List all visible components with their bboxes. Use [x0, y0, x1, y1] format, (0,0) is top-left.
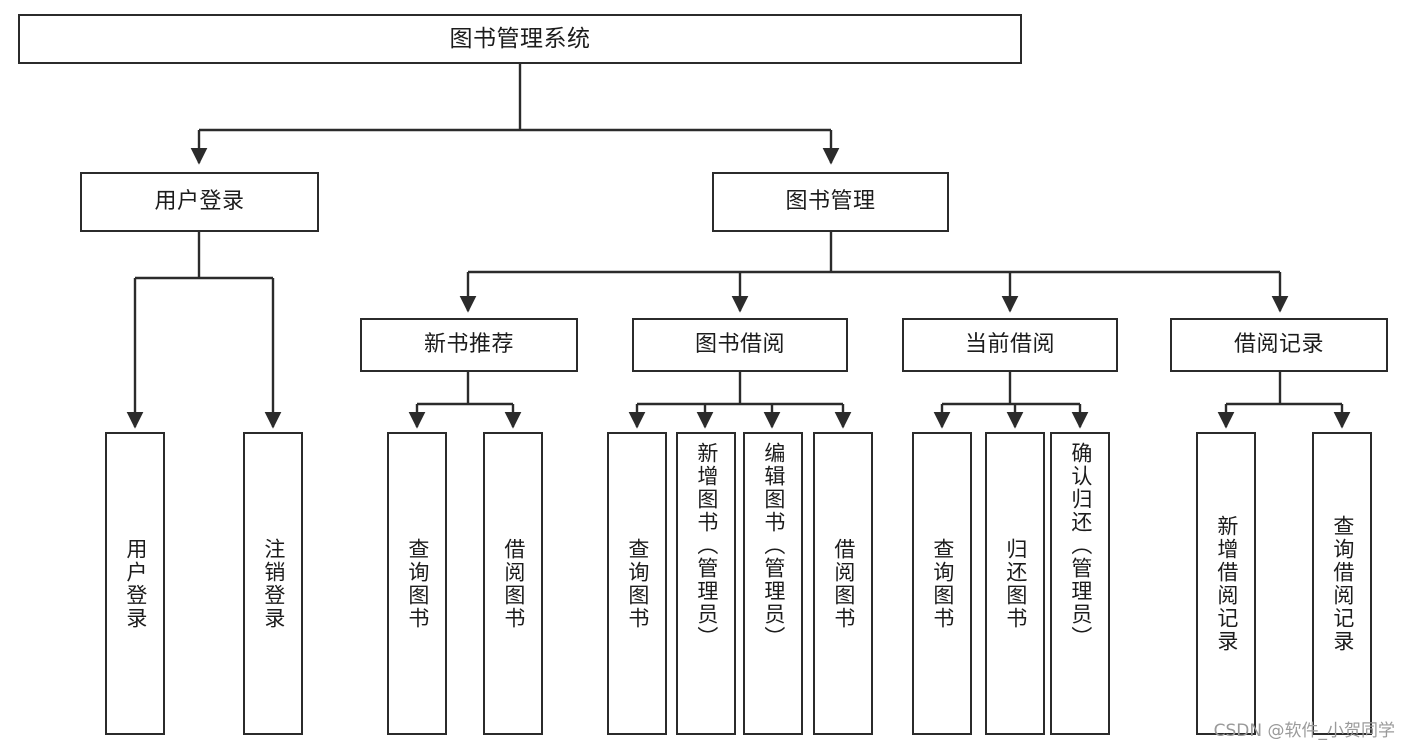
node-root-book-management-system[interactable]: 图书管理系统: [18, 14, 1022, 64]
node-label: 新增借阅记录: [1214, 514, 1239, 653]
node-label: 查询图书: [405, 537, 430, 630]
node-current-borrow[interactable]: 当前借阅: [902, 318, 1118, 372]
node-label: 图书管理: [785, 189, 876, 215]
leaf-book-borrow-edit-book-admin[interactable]: 编辑图书（管理员）: [743, 432, 803, 735]
node-label: 确认归还（管理员）: [1068, 442, 1093, 649]
node-label: 借阅图书: [831, 537, 856, 630]
node-label: 借阅图书: [501, 537, 526, 630]
leaf-new-book-query-book[interactable]: 查询图书: [387, 432, 447, 735]
node-label: 查询图书: [930, 537, 955, 630]
node-label: 归还图书: [1003, 537, 1028, 630]
leaf-book-borrow-borrow-book[interactable]: 借阅图书: [813, 432, 873, 735]
node-label: 用户登录: [123, 537, 148, 630]
node-label: 图书管理系统: [449, 25, 591, 52]
leaf-borrow-record-add-record[interactable]: 新增借阅记录: [1196, 432, 1256, 735]
leaf-current-borrow-query-book[interactable]: 查询图书: [912, 432, 972, 735]
watermark-text: CSDN @软件_小贺同学: [1213, 721, 1395, 741]
node-label: 当前借阅: [964, 332, 1055, 358]
node-label: 新书推荐: [423, 332, 514, 358]
node-label: 编辑图书（管理员）: [761, 442, 786, 649]
leaf-borrow-record-query-record[interactable]: 查询借阅记录: [1312, 432, 1372, 735]
node-label: 新增图书（管理员）: [694, 442, 719, 649]
node-label: 查询借阅记录: [1330, 514, 1355, 653]
leaf-new-book-borrow-book[interactable]: 借阅图书: [483, 432, 543, 735]
node-book-borrow[interactable]: 图书借阅: [632, 318, 848, 372]
node-label: 图书借阅: [694, 332, 785, 358]
node-book-management[interactable]: 图书管理: [712, 172, 949, 232]
node-user-login[interactable]: 用户登录: [80, 172, 319, 232]
leaf-book-borrow-query-book[interactable]: 查询图书: [607, 432, 667, 735]
node-label: 用户登录: [154, 189, 245, 215]
leaf-user-login-logout[interactable]: 注销登录: [243, 432, 303, 735]
node-label: 借阅记录: [1233, 332, 1324, 358]
leaf-user-login-login[interactable]: 用户登录: [105, 432, 165, 735]
node-label: 注销登录: [261, 537, 286, 630]
node-new-book-recommend[interactable]: 新书推荐: [360, 318, 578, 372]
leaf-book-borrow-add-book-admin[interactable]: 新增图书（管理员）: [676, 432, 736, 735]
leaf-current-borrow-return-book[interactable]: 归还图书: [985, 432, 1045, 735]
node-borrow-record[interactable]: 借阅记录: [1170, 318, 1388, 372]
node-label: 查询图书: [625, 537, 650, 630]
leaf-current-borrow-confirm-return-admin[interactable]: 确认归还（管理员）: [1050, 432, 1110, 735]
